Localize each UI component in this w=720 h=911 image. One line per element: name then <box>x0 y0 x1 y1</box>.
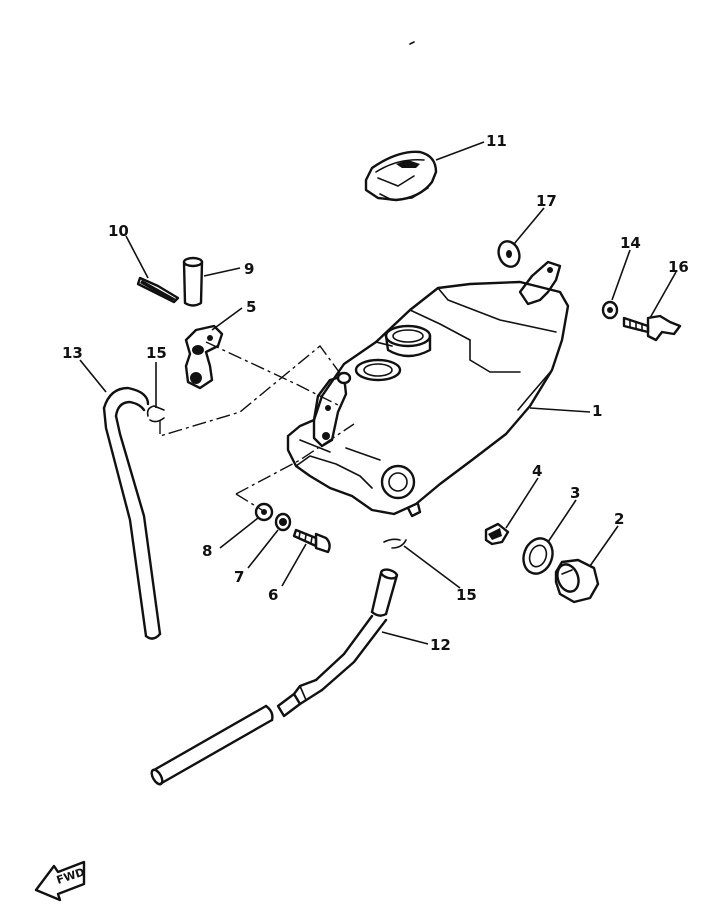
label-part-14: 14 <box>620 234 641 252</box>
hose-clip-part-15-right <box>383 538 407 549</box>
label-part-12: 12 <box>430 636 451 654</box>
front-direction-arrow-icon: FWD <box>34 860 86 902</box>
pin-part-9 <box>182 256 204 307</box>
overflow-hose-part-13 <box>102 386 162 640</box>
label-part-11: 11 <box>486 132 507 150</box>
clip-part-4 <box>484 522 510 546</box>
wing-bolt-part-16 <box>622 314 682 342</box>
label-part-17: 17 <box>536 192 557 210</box>
label-part-16: 16 <box>668 258 689 276</box>
gasket-part-3 <box>522 537 554 575</box>
label-part-15-left: 15 <box>146 344 167 362</box>
washer-part-17 <box>497 240 521 268</box>
fuel-hose-part-12 <box>150 568 399 786</box>
label-part-8: 8 <box>202 542 212 560</box>
lock-washer-part-7 <box>274 512 292 532</box>
fuel-cap-part-11 <box>364 150 438 202</box>
clip-part-10 <box>136 276 180 304</box>
label-part-6: 6 <box>268 586 278 604</box>
label-part-13: 13 <box>62 344 83 362</box>
label-part-10: 10 <box>108 222 129 240</box>
bolt-part-6 <box>292 528 331 554</box>
washer-part-8 <box>254 502 274 522</box>
label-part-7: 7 <box>234 568 244 586</box>
assembly-guide-lines <box>159 341 355 511</box>
label-part-1: 1 <box>592 402 602 420</box>
plug-cap-part-2 <box>554 558 600 604</box>
washer-part-14 <box>601 300 619 320</box>
part-labels: 1 2 3 4 5 6 7 8 9 10 11 12 13 14 15 15 1… <box>62 132 689 654</box>
label-part-4: 4 <box>532 462 542 480</box>
label-part-5: 5 <box>246 298 256 316</box>
fuel-tank-part-1 <box>286 260 570 518</box>
label-part-9: 9 <box>244 260 254 278</box>
leader-lines <box>79 141 677 645</box>
hose-clip-part-15-left <box>146 405 165 423</box>
label-part-2: 2 <box>614 510 624 528</box>
label-part-15-right: 15 <box>456 586 477 604</box>
label-part-3: 3 <box>570 484 580 502</box>
bracket-part-5 <box>184 324 224 390</box>
